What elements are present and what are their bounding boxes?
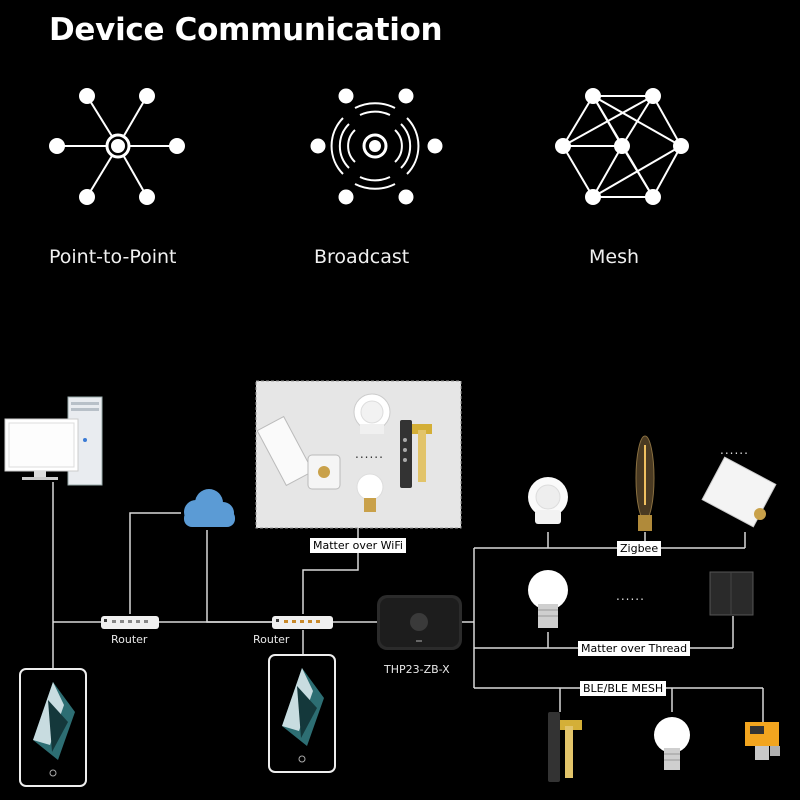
cloud-icon bbox=[184, 489, 235, 527]
mesh-icon bbox=[555, 88, 689, 205]
wifi-devices-panel bbox=[255, 380, 462, 529]
edison-bulb-icon bbox=[635, 435, 655, 531]
ble-door-lock-icon bbox=[548, 712, 582, 782]
ble-bulb-icon bbox=[654, 717, 690, 770]
hub-label: THP23-ZB-X bbox=[384, 663, 450, 676]
router-left-label: Router bbox=[111, 633, 148, 646]
hub-device-icon bbox=[377, 595, 462, 650]
ble-valve-icon bbox=[745, 722, 780, 760]
point-to-point-icon bbox=[49, 88, 185, 205]
zigbee-motion-sensor-icon bbox=[528, 477, 568, 524]
phone-left-icon bbox=[19, 668, 87, 787]
curtain-motor-icon bbox=[256, 415, 341, 490]
light-bulb-icon bbox=[356, 473, 384, 512]
zigbee-curtain-motor-icon bbox=[701, 456, 777, 528]
motion-sensor-icon bbox=[353, 393, 391, 434]
router-right-label: Router bbox=[253, 633, 290, 646]
ellipsis-thread: ...... bbox=[616, 589, 645, 603]
tag-ble-mesh: BLE/BLE MESH bbox=[580, 681, 667, 696]
thread-bulb-icon bbox=[528, 570, 568, 628]
tag-matter-over-wifi: Matter over WiFi bbox=[310, 538, 406, 553]
ellipsis-zigbee: ...... bbox=[720, 443, 749, 457]
router-right-icon bbox=[272, 616, 333, 629]
switch-panel-icon bbox=[709, 571, 754, 616]
router-left-icon bbox=[101, 616, 159, 629]
phone-right-icon bbox=[268, 654, 336, 773]
topology-label-point-to-point: Point-to-Point bbox=[49, 246, 177, 268]
ellipsis-wifi: ...... bbox=[355, 447, 384, 461]
desktop-computer-icon bbox=[4, 396, 103, 486]
page-title: Device Communication bbox=[49, 12, 443, 48]
tag-zigbee: Zigbee bbox=[617, 541, 662, 556]
door-lock-icon bbox=[400, 420, 432, 488]
topology-label-broadcast: Broadcast bbox=[314, 246, 410, 268]
tag-matter-over-thread: Matter over Thread bbox=[578, 641, 691, 656]
broadcast-icon bbox=[310, 88, 443, 205]
topology-label-mesh: Mesh bbox=[589, 246, 640, 268]
